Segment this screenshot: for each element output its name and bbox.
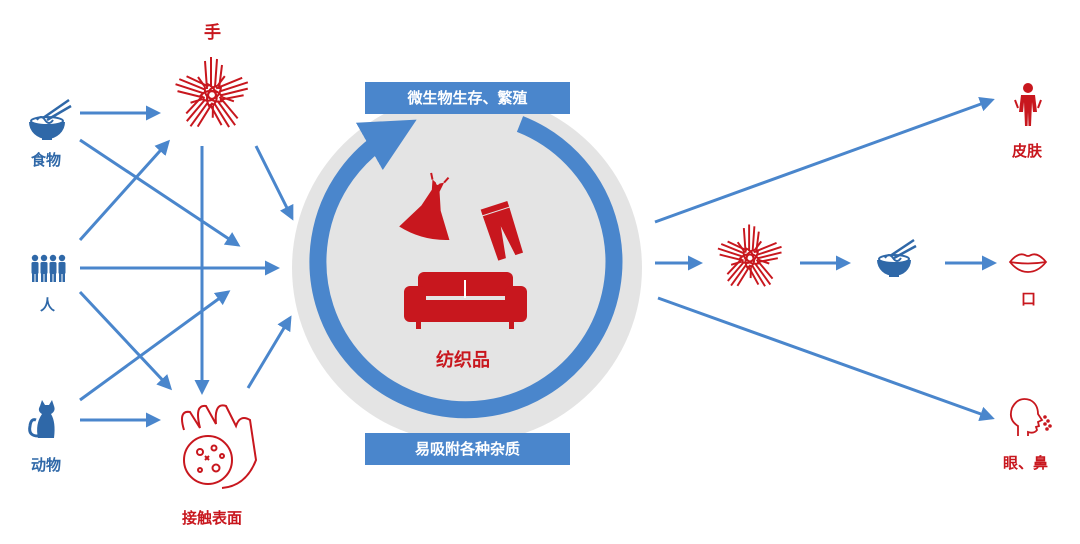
germ-hand-icon [181, 404, 258, 489]
hands-icon [175, 57, 249, 128]
label-textile: 纺织品 [436, 350, 490, 371]
label-food: 食物 [31, 151, 62, 169]
lips-icon [1008, 253, 1048, 273]
label-skin: 皮肤 [1012, 142, 1043, 160]
sofa-icon [404, 272, 527, 329]
label-contact-surface: 接触表面 [182, 509, 243, 527]
label-eye-nose: 眼、鼻 [1003, 454, 1049, 472]
pants-icon [480, 200, 524, 261]
label-mouth: 口 [1021, 290, 1037, 308]
source-arrows [78, 105, 294, 428]
banner-survive: 微生物生存、繁殖 [365, 82, 570, 114]
cat-icon [28, 400, 55, 438]
textile-circle [292, 93, 642, 443]
dress-icon [399, 172, 450, 240]
label-people: 人 [40, 296, 56, 314]
cycle-arrow [309, 116, 623, 419]
people-icon [31, 254, 66, 282]
label-animal: 动物 [31, 456, 62, 474]
label-hand: 手 [204, 23, 221, 43]
noodle-bowl-icon [877, 238, 917, 277]
noodle-bowl-icon [29, 98, 72, 140]
face-sneeze-icon [1009, 398, 1052, 436]
hands-icon [717, 224, 782, 287]
person-icon [1014, 83, 1042, 126]
spread-arrows [654, 97, 997, 422]
banner-adsorb: 易吸附各种杂质 [365, 433, 570, 465]
